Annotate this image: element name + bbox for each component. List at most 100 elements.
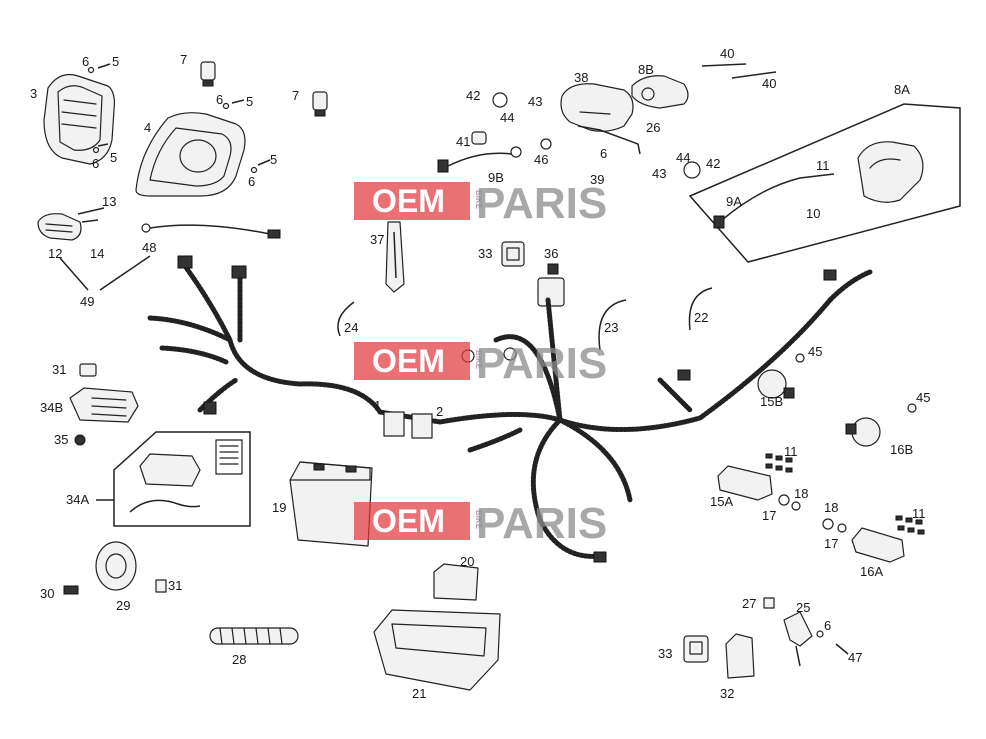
headlight-screws	[87, 63, 271, 174]
svg-text:PARIS: PARIS	[476, 179, 607, 228]
part-label: 43	[652, 166, 666, 181]
part-label: 32	[720, 686, 734, 701]
part-label: 5	[270, 152, 277, 167]
part-label: 3	[30, 86, 37, 101]
svg-text:BIKE: BIKE	[474, 190, 483, 210]
part-label: 34A	[66, 492, 89, 507]
part-label: 40	[762, 76, 776, 91]
part-labels: 3 6 5 6 5 7 6 5 7 4 5 6 13 12 14 48 49 3…	[30, 46, 930, 701]
part-label: 33	[658, 646, 672, 661]
part-label: 46	[534, 152, 548, 167]
part-label: 41	[456, 134, 470, 149]
part-label: 45	[916, 390, 930, 405]
part-label: 42	[466, 88, 480, 103]
svg-text:PARIS: PARIS	[476, 499, 607, 548]
watermark-top: OEM BIKE PARIS	[354, 179, 607, 228]
part-label: 2	[436, 404, 443, 419]
part-label: 43	[528, 94, 542, 109]
regulator-kit-box	[96, 431, 251, 527]
part-label: 29	[116, 598, 130, 613]
part-label: 20	[460, 554, 474, 569]
svg-text:PARIS: PARIS	[476, 339, 607, 388]
part-label: 7	[180, 52, 187, 67]
part-label: 6	[600, 146, 607, 161]
part-label: 44	[500, 110, 514, 125]
part-label: 22	[694, 310, 708, 325]
part-label: 34B	[40, 400, 63, 415]
headlight-unit	[135, 112, 246, 197]
foam-pad	[433, 563, 479, 601]
part-label: 5	[246, 94, 253, 109]
part-label: 18	[824, 500, 838, 515]
position-lamp	[37, 207, 105, 241]
headlight-shell	[43, 73, 115, 165]
group-8a-frame	[688, 103, 961, 263]
part-label: 17	[824, 536, 838, 551]
spring-sleeve	[209, 627, 299, 645]
watermark-middle: OEM BIKE PARIS	[354, 339, 607, 388]
relay-33-upper	[501, 241, 525, 267]
part-label: 16A	[860, 564, 883, 579]
part-label: 38	[574, 70, 588, 85]
part-label: 6	[92, 156, 99, 171]
headlight-bulb-upper	[200, 61, 216, 87]
part-label: 6	[824, 618, 831, 633]
main-harness	[147, 255, 873, 563]
part-label: 17	[762, 508, 776, 523]
part-label: 21	[412, 686, 426, 701]
part-label: 36	[544, 246, 558, 261]
part-label: 35	[54, 432, 68, 447]
part-label: 8A	[894, 82, 910, 97]
part-label: 40	[720, 46, 734, 61]
part-label: 49	[80, 294, 94, 309]
part-label: 10	[806, 206, 820, 221]
part-label: 31	[168, 578, 182, 593]
part-label: 6	[248, 174, 255, 189]
indicator-15a	[717, 453, 801, 511]
module-36	[537, 263, 565, 307]
part-label: 11	[816, 158, 830, 173]
watermark-bottom: OEM BIKE PARIS	[354, 499, 607, 548]
headlight-bulb-lower	[312, 91, 328, 117]
part-label: 5	[110, 150, 117, 165]
part-label: 14	[90, 246, 104, 261]
part-label: 1	[374, 398, 381, 413]
long-screws	[701, 63, 777, 79]
tail-light	[560, 75, 689, 155]
horn	[63, 541, 167, 595]
part-label: 11	[912, 506, 926, 521]
voltage-regulator	[69, 363, 139, 446]
sensor-25	[763, 597, 849, 667]
part-label: 13	[102, 194, 116, 209]
indicator-15b	[757, 353, 805, 399]
part-label: 4	[144, 120, 151, 135]
svg-text:BIKE: BIKE	[474, 510, 483, 530]
part-label: 15A	[710, 494, 733, 509]
part-label: 11	[784, 444, 798, 459]
part-label: 27	[742, 596, 756, 611]
position-lamp-cable	[141, 223, 281, 239]
part-label: 39	[590, 172, 604, 187]
part-label: 31	[52, 362, 66, 377]
part-label: 42	[706, 156, 720, 171]
part-label: 47	[848, 650, 862, 665]
part-label: 45	[808, 344, 822, 359]
part-label: 9A	[726, 194, 742, 209]
part-label: 24	[344, 320, 358, 335]
battery-tray	[373, 609, 501, 691]
indicator-16a	[822, 515, 925, 563]
tail-light-harness	[437, 92, 701, 179]
bracket-37	[385, 221, 405, 293]
label-49-bracket	[59, 255, 151, 291]
part-label: 48	[142, 240, 156, 255]
relay-holder-32	[725, 633, 755, 679]
part-label: 23	[604, 320, 618, 335]
part-label: 28	[232, 652, 246, 667]
part-label: 12	[48, 246, 62, 261]
part-label: 6	[82, 54, 89, 69]
part-label: 33	[478, 246, 492, 261]
cable-loops	[337, 287, 713, 351]
part-label: 26	[646, 120, 660, 135]
svg-text:OEM: OEM	[372, 503, 445, 539]
